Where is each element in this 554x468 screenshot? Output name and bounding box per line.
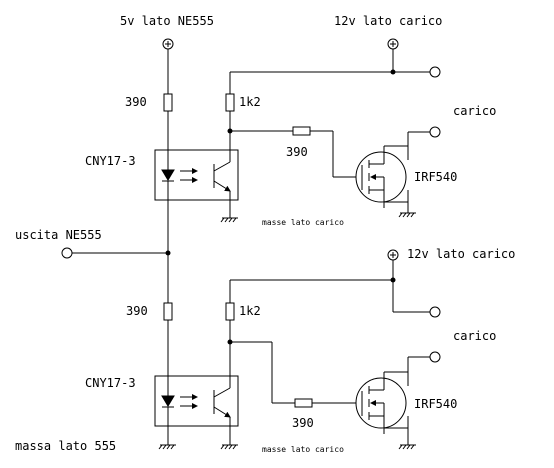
resistor-390-gate-top bbox=[292, 126, 311, 136]
ground-symbol-opto-top bbox=[220, 200, 238, 223]
ne555-output-label: uscita NE555 bbox=[15, 228, 102, 242]
resistor-390-gate-bottom bbox=[294, 398, 313, 408]
r390-bottom-label: 390 bbox=[126, 304, 148, 318]
resistor-390-bottom bbox=[163, 302, 173, 321]
supply-12v-bottom-label: 12v lato carico bbox=[407, 247, 515, 261]
supply-5v-terminal bbox=[162, 38, 174, 50]
resistor-1k2-top bbox=[225, 93, 235, 112]
optocoupler-bottom bbox=[154, 375, 239, 427]
supply-5v-label: 5v lato NE555 bbox=[120, 14, 214, 28]
r390-gate-bottom-label: 390 bbox=[292, 416, 314, 430]
junction-ne555 bbox=[165, 250, 171, 256]
mosfet-top-label: IRF540 bbox=[414, 170, 457, 184]
load-supply-bottom-terminal bbox=[429, 306, 441, 318]
resistor-390-top bbox=[163, 93, 173, 112]
load-bottom-label: carico bbox=[453, 329, 496, 343]
mosfet-top bbox=[355, 146, 407, 208]
load-top-label: carico bbox=[453, 104, 496, 118]
opto-bottom-label: CNY17-3 bbox=[85, 376, 136, 390]
r390-top-label: 390 bbox=[125, 95, 147, 109]
ground-symbol-mosfet-top bbox=[398, 212, 416, 218]
r1k2-bottom-label: 1k2 bbox=[239, 304, 261, 318]
load-top-terminal bbox=[429, 126, 441, 138]
ground-note-top-label: masse lato carico bbox=[262, 218, 344, 227]
supply-12v-top-terminal bbox=[387, 38, 399, 50]
r1k2-top-label: 1k2 bbox=[239, 95, 261, 109]
mosfet-bottom-label: IRF540 bbox=[414, 397, 457, 411]
ground-symbol-opto-bottom bbox=[220, 426, 238, 450]
ground-symbol-555 bbox=[158, 444, 176, 450]
opto-top-label: CNY17-3 bbox=[85, 154, 136, 168]
ne555-output-terminal bbox=[61, 247, 73, 259]
supply-12v-bottom-terminal bbox=[387, 249, 399, 261]
r390-gate-top-label: 390 bbox=[286, 145, 308, 159]
ground-555-label: massa lato 555 bbox=[15, 439, 116, 453]
optocoupler-top bbox=[154, 149, 239, 201]
ground-symbol-mosfet-bottom bbox=[398, 444, 416, 450]
load-supply-top-terminal bbox=[429, 66, 441, 78]
supply-12v-top-label: 12v lato carico bbox=[334, 14, 442, 28]
resistor-1k2-bottom bbox=[225, 302, 235, 321]
ground-note-bottom-label: masse lato carico bbox=[262, 445, 344, 454]
mosfet-bottom bbox=[355, 372, 407, 434]
load-bottom-terminal bbox=[429, 351, 441, 363]
